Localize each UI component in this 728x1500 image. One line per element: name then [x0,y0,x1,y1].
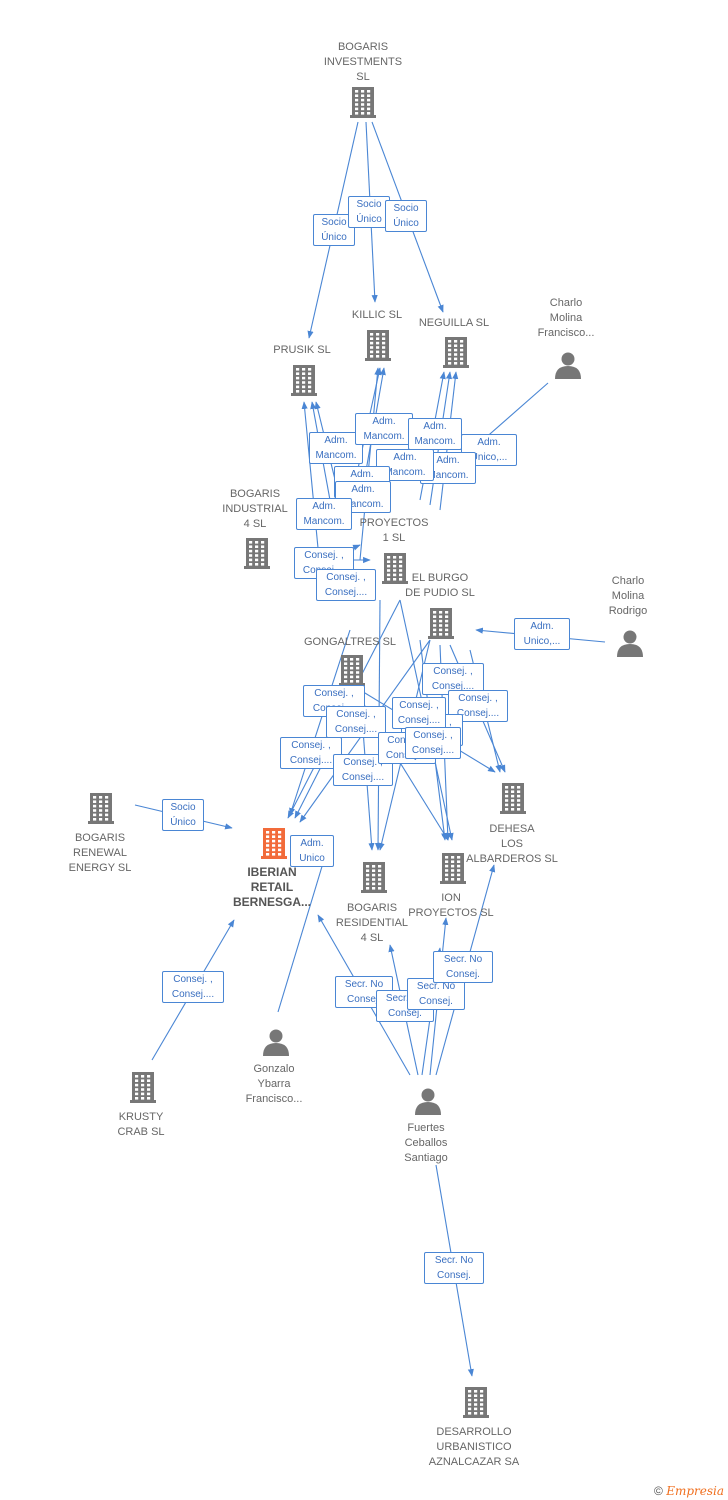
node-label-killic[interactable]: KILLIC SL [351,309,403,321]
edge-label[interactable]: Consej. , Consej.... [280,737,342,769]
building-icon[interactable] [88,792,114,829]
building-icon[interactable] [339,654,365,691]
node-label-bogaris-residential[interactable]: BOGARIS RESIDENTIAL 4 SL [335,902,409,944]
node-label-desarrollo[interactable]: DESARROLLO URBANISTICO AZNALCAZAR SA [428,1426,520,1468]
node-label-prusik[interactable]: PRUSIK SL [273,344,331,356]
node-label-gonzalo[interactable]: Gonzalo Ybarra Francisco... [245,1063,303,1105]
building-icon[interactable] [350,86,376,123]
edge-label[interactable]: Socio Único [162,799,204,831]
person-icon[interactable] [414,1087,442,1120]
person-icon[interactable] [554,351,582,384]
building-icon[interactable] [382,552,408,589]
edge-label[interactable]: Adm. Mancom. [408,418,462,450]
building-icon[interactable] [244,537,270,574]
building-icon[interactable] [130,1071,156,1108]
node-label-bogaris-renewal[interactable]: BOGARIS RENEWAL ENERGY SL [68,832,132,874]
edge-label[interactable]: Adm. Mancom. [355,413,413,445]
brand-name: Empresia [666,1484,724,1498]
node-label-ion[interactable]: ION PROYECTOS SL [408,892,494,919]
node-label-proyectos1[interactable]: PROYECTOS 1 SL [359,517,429,544]
edge-label[interactable]: Secr. No Consej. [407,978,465,1010]
edge-label[interactable]: Adm. Mancom. [335,481,391,513]
edge-line [359,367,381,561]
node-label-neguilla[interactable]: NEGUILLA SL [418,317,490,329]
edge-label[interactable]: Consej. , Consej.... [162,971,224,1003]
edge-label[interactable]: Consej. , Consej.... [392,697,446,729]
node-label-krusty[interactable]: KRUSTY CRAB SL [117,1111,165,1138]
node-label-iberian[interactable]: IBERIAN RETAIL BERNESGA... [232,865,311,909]
edge-label[interactable]: Secr. No Consej. [433,951,493,983]
edge-label[interactable]: Consej. , Consej.... [405,727,461,759]
edge-line [277,839,331,1013]
edge-label[interactable]: Consej. , Consej.... [326,706,386,738]
edge-label[interactable]: Adm. Mancom. [309,432,363,464]
edge-label[interactable]: Adm. Unico [290,835,334,867]
building-icon[interactable] [440,852,466,889]
building-icon[interactable] [291,364,317,401]
node-label-charlo-francisco[interactable]: Charlo Molina Francisco... [537,297,595,339]
building-icon[interactable] [443,336,469,373]
edge-label[interactable]: Socio Único [313,214,355,246]
node-label-charlo-rodrigo[interactable]: Charlo Molina Rodrigo [608,575,648,617]
building-icon[interactable] [500,782,526,819]
edge-label[interactable]: Adm. Mancom. [296,498,352,530]
building-icon[interactable] [428,607,454,644]
building-icon[interactable] [463,1386,489,1423]
building-icon[interactable] [365,329,391,366]
edge-label[interactable]: Secr. No Consej. [424,1252,484,1284]
person-icon[interactable] [616,629,644,662]
node-label-fuertes[interactable]: Fuertes Ceballos Santiago [404,1122,448,1164]
node-label-dehesa[interactable]: DEHESA LOS ALBARDEROS SL [466,823,558,865]
edge-label[interactable]: Socio Único [385,200,427,232]
node-label-bogaris-industrial[interactable]: BOGARIS INDUSTRIAL 4 SL [222,488,288,530]
node-label-gongaltres[interactable]: GONGALTRES SL [303,636,397,648]
edge-label[interactable]: Adm. Unico,... [514,618,570,650]
building-icon[interactable] [361,861,387,898]
footer-brand: © Empresia [654,1484,724,1498]
edge-label[interactable]: Socio Único [348,196,390,228]
building-icon[interactable] [261,827,287,864]
edge-line [289,629,351,816]
edge-label[interactable]: Consej. , Consej.... [316,569,376,601]
copyright-symbol: © [654,1484,663,1498]
edge-label[interactable]: Consej. , Consej.... [333,754,393,786]
node-label-bogaris-investments[interactable]: BOGARIS INVESTMENTS SL [323,41,403,83]
node-label-el-burgo[interactable]: EL BURGO DE PUDIO SL [405,572,475,599]
person-icon[interactable] [262,1028,290,1061]
